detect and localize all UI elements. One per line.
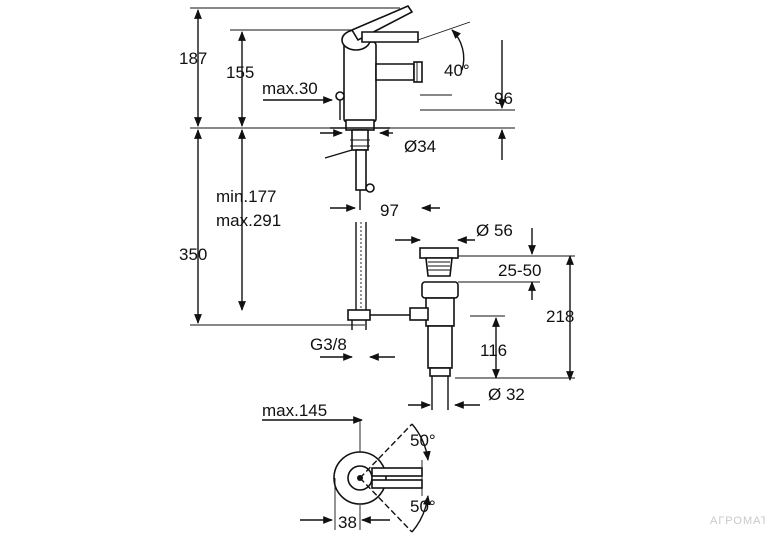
top-view: [333, 420, 431, 533]
watermark: AГРОМАТ: [710, 515, 765, 527]
mounting-shank: [324, 127, 390, 210]
dim-97: 97: [380, 201, 399, 220]
dim-dia32: Ø 32: [488, 385, 525, 404]
dim-dia56: Ø 56: [476, 221, 513, 240]
faucet-body: [335, 5, 423, 131]
dim-96: 96: [494, 89, 513, 108]
dim-25-50: 25-50: [498, 261, 541, 280]
dim-116: 116: [480, 341, 507, 360]
dim-angle-50-bottom: 50°: [410, 497, 436, 516]
dim-218: 218: [546, 307, 574, 326]
extension-lines: [190, 7, 515, 326]
dim-155: 155: [226, 63, 254, 82]
dim-max30: max.30: [262, 79, 318, 98]
dim-angle-40: 40°: [444, 61, 470, 80]
angle-40-indicator: [417, 21, 471, 71]
supply-hose: [347, 222, 420, 330]
dim-angle-50-top: 50°: [410, 431, 436, 450]
dim-min177: min.177: [216, 187, 276, 206]
dim-dia34: Ø34: [404, 137, 436, 156]
dim-350: 350: [179, 245, 207, 264]
dim-max291: max.291: [216, 211, 281, 230]
vertical-dimension-lines: [194, 9, 575, 381]
horizontal-dimension-lines: [262, 96, 480, 524]
dim-max145: max.145: [262, 401, 327, 420]
dim-38: 38: [338, 513, 357, 532]
waste-assembly: [409, 247, 459, 410]
dim-g38: G3/8: [310, 335, 347, 354]
dim-187: 187: [179, 49, 207, 68]
